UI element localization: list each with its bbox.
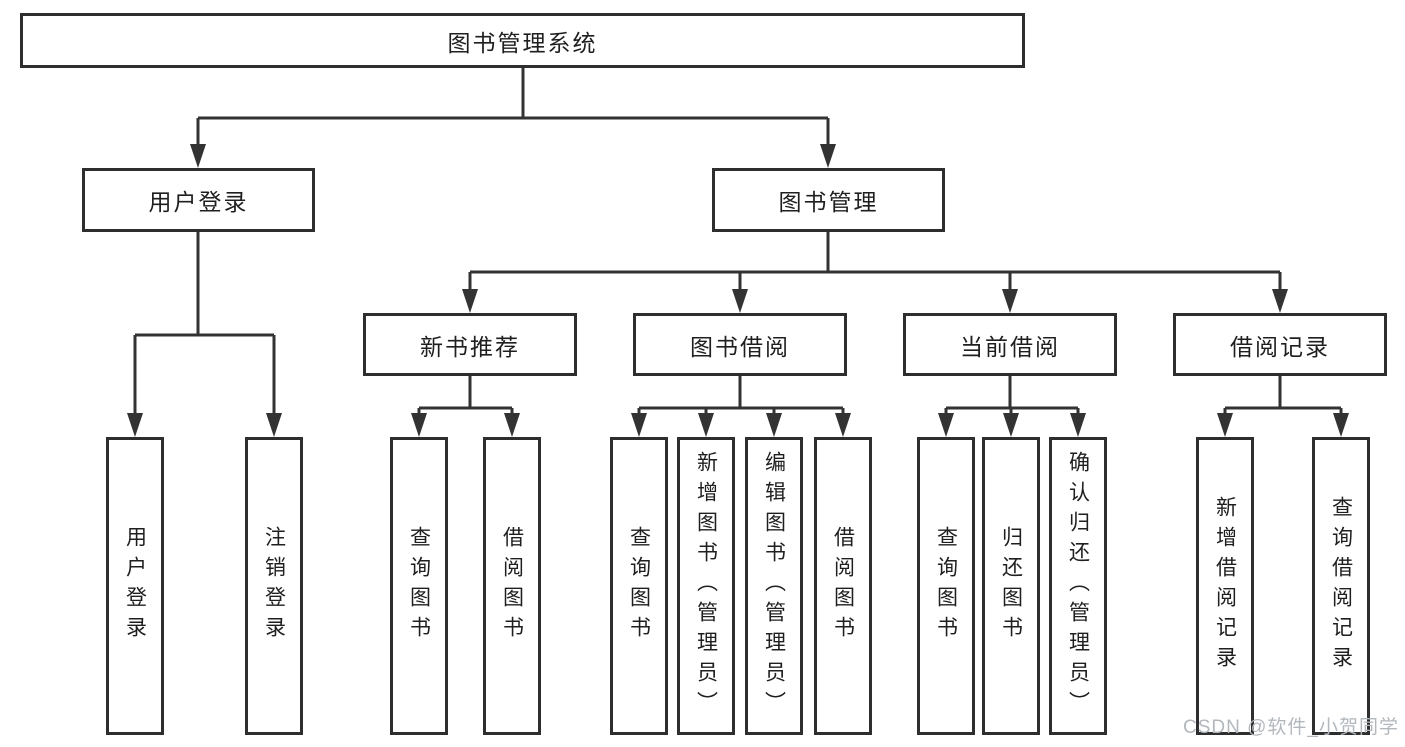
node-label: 图书管理 <box>778 189 879 215</box>
node-book-borrow: 图书借阅 <box>633 313 847 376</box>
arrowhead <box>411 413 427 437</box>
arrowhead <box>820 144 836 168</box>
arrowhead <box>1070 413 1086 437</box>
leaf-confirm-return-admin: 确认归还（管理员） <box>1049 437 1107 735</box>
arrowhead <box>1217 413 1233 437</box>
leaf-query-books-current: 查询图书 <box>917 437 975 735</box>
leaf-label: 编辑图书（管理员） <box>762 451 786 721</box>
node-borrow-records: 借阅记录 <box>1173 313 1387 376</box>
arrowhead <box>631 413 647 437</box>
node-root-label: 图书管理系统 <box>447 29 598 56</box>
arrowhead <box>698 413 714 437</box>
arrowhead <box>266 413 282 437</box>
edge-current-split <box>944 376 1080 417</box>
node-root: 图书管理系统 <box>20 13 1025 68</box>
edge-root-split <box>196 68 830 148</box>
leaf-borrow-books-recommend: 借阅图书 <box>483 437 541 735</box>
leaf-add-books-admin: 新增图书（管理员） <box>677 437 735 735</box>
arrowhead <box>1003 413 1019 437</box>
node-label: 用户登录 <box>148 189 249 215</box>
node-new-book-recommend: 新书推荐 <box>363 313 577 376</box>
leaf-label: 查询图书 <box>407 526 431 646</box>
arrowhead <box>1272 289 1288 313</box>
leaf-label: 查询借阅记录 <box>1329 496 1353 676</box>
arrowhead <box>938 413 954 437</box>
arrowhead <box>766 413 782 437</box>
arrowhead <box>504 413 520 437</box>
node-user-login-branch: 用户登录 <box>82 168 315 232</box>
leaf-label: 注销登录 <box>262 526 286 646</box>
arrowhead <box>190 144 206 168</box>
leaf-query-books-borrow: 查询图书 <box>610 437 668 735</box>
edge-records-split <box>1223 376 1343 417</box>
node-current-borrow: 当前借阅 <box>903 313 1117 376</box>
edge-borrow-split <box>637 376 845 417</box>
arrowhead <box>127 413 143 437</box>
leaf-label: 查询图书 <box>934 526 958 646</box>
leaf-label: 借阅图书 <box>500 526 524 646</box>
leaf-logout: 注销登录 <box>245 437 303 735</box>
arrowhead <box>1333 413 1349 437</box>
arrowhead <box>835 413 851 437</box>
node-label: 当前借阅 <box>960 333 1060 360</box>
leaf-label: 新增借阅记录 <box>1213 496 1237 676</box>
arrowhead <box>732 289 748 313</box>
edge-bookmgmt-split <box>468 232 1282 293</box>
node-label: 借阅记录 <box>1230 333 1330 360</box>
edge-userlogin-split <box>133 232 276 417</box>
csdn-watermark: CSDN @软件_小贺同学 <box>1183 717 1399 738</box>
leaf-query-books-recommend: 查询图书 <box>390 437 448 735</box>
node-book-management-branch: 图书管理 <box>712 168 945 232</box>
leaf-label: 用户登录 <box>123 526 147 646</box>
arrowhead <box>1002 289 1018 313</box>
leaf-edit-books-admin: 编辑图书（管理员） <box>745 437 803 735</box>
leaf-label: 借阅图书 <box>831 526 855 646</box>
leaf-label: 查询图书 <box>627 526 651 646</box>
leaf-label: 归还图书 <box>999 526 1023 646</box>
leaf-label: 新增图书（管理员） <box>694 451 718 721</box>
node-label: 新书推荐 <box>420 333 520 360</box>
leaf-add-borrow-record: 新增借阅记录 <box>1196 437 1254 735</box>
leaf-query-borrow-record: 查询借阅记录 <box>1312 437 1370 735</box>
leaf-return-books: 归还图书 <box>982 437 1040 735</box>
arrowhead <box>462 289 478 313</box>
node-label: 图书借阅 <box>690 333 790 360</box>
leaf-user-login: 用户登录 <box>106 437 164 735</box>
leaf-borrow-books: 借阅图书 <box>814 437 872 735</box>
leaf-label: 确认归还（管理员） <box>1066 451 1090 721</box>
edge-newbook-split <box>417 376 514 417</box>
